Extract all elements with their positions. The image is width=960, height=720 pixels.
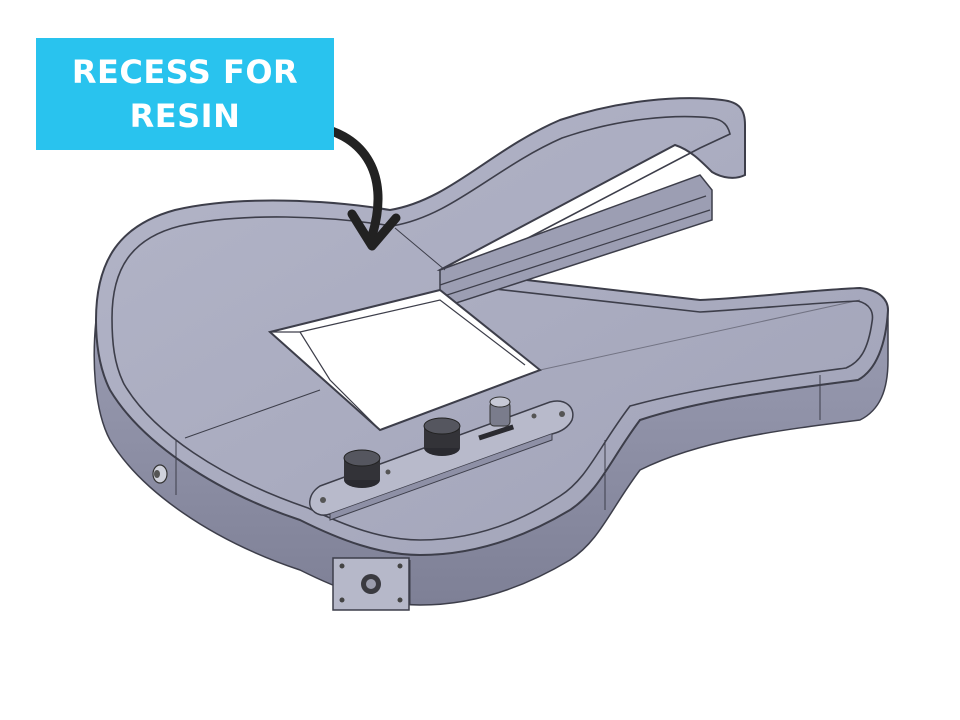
knob-icon [343, 449, 381, 488]
knob-icon [423, 417, 461, 456]
toggle-switch-icon [478, 396, 515, 441]
output-jack-icon [332, 557, 410, 611]
callout-line-2: RESIN [129, 97, 241, 135]
body-top-surface [94, 97, 890, 557]
callout-line-1: RECESS FOR [71, 53, 299, 91]
strap-button-icon [152, 464, 168, 484]
resin-recess-outline [111, 115, 874, 541]
callout-label: RECESS FOR RESIN [36, 38, 334, 150]
